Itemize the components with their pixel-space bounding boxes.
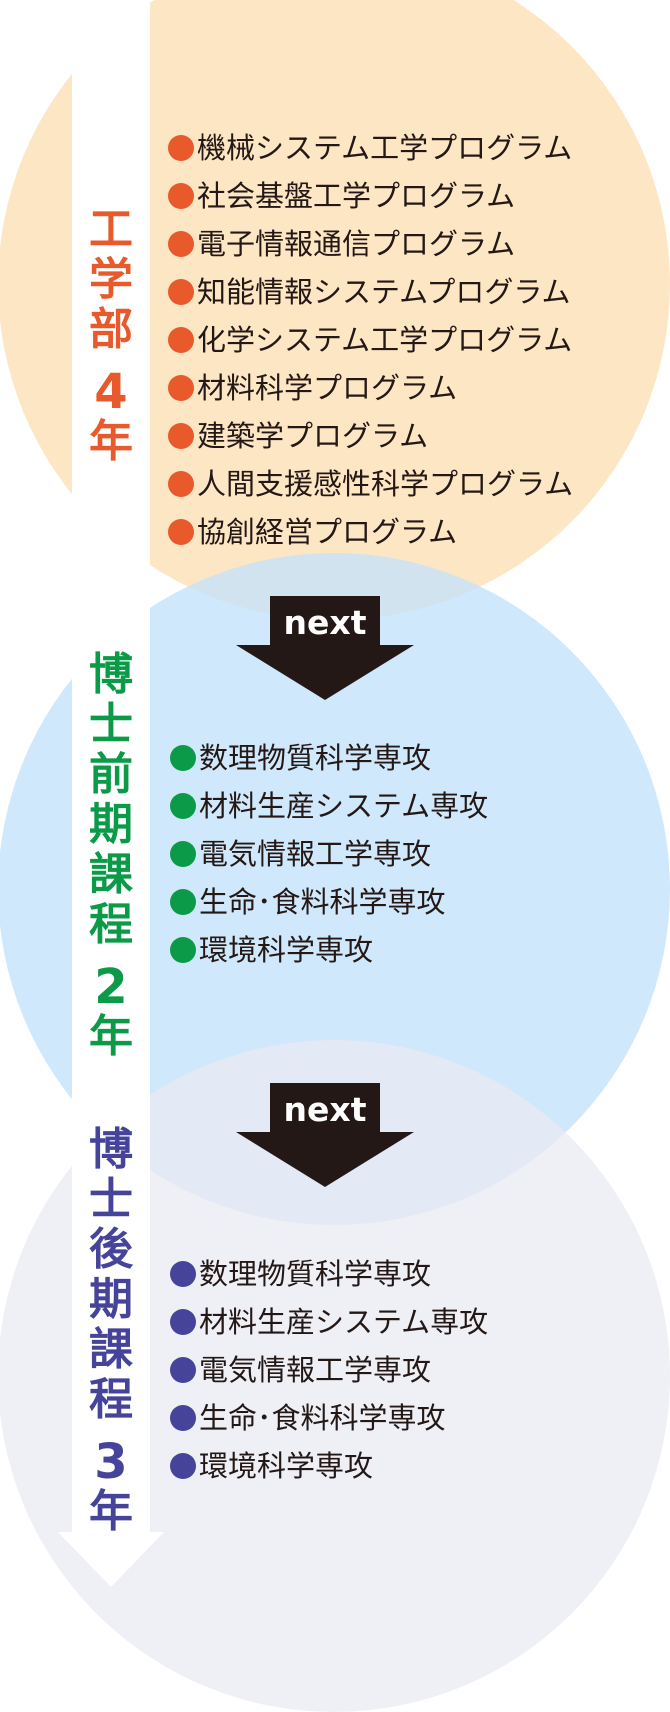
stage-label-master: 博 士 前 期 課 程 2 年	[72, 650, 150, 1062]
list-item: 電子情報通信プログラム	[168, 220, 573, 268]
down-arrow-icon	[236, 645, 414, 700]
list-item: 数理物質科学専攻	[170, 734, 488, 782]
stage-years-unit: 年	[89, 1011, 133, 1062]
stage-years-number: 3	[94, 1434, 128, 1490]
stage-years-number: 4	[94, 364, 128, 420]
stage-years-unit: 年	[89, 1486, 133, 1537]
bullet-dot-icon	[168, 471, 194, 497]
down-arrow-icon	[236, 1132, 414, 1187]
bullet-dot-icon	[168, 423, 194, 449]
list-item: 生命･食料科学専攻	[170, 1394, 488, 1442]
bullet-dot-icon	[168, 279, 194, 305]
stage-title-char: 程	[89, 1374, 133, 1425]
list-item: 数理物質科学専攻	[170, 1250, 488, 1298]
bullet-dot-icon	[168, 519, 194, 545]
stage-title-char: 士	[89, 699, 133, 750]
bullet-dot-icon	[170, 793, 196, 819]
stage-title-char: 後	[89, 1224, 133, 1275]
list-item: 環境科学専攻	[170, 1442, 488, 1490]
next-arrow-1: next	[236, 596, 414, 700]
bullet-dot-icon	[168, 327, 194, 353]
next-arrow-label: next	[270, 1083, 380, 1137]
list-item: 環境科学専攻	[170, 926, 488, 974]
list-item: 社会基盤工学プログラム	[168, 172, 573, 220]
list-item: 協創経営プログラム	[168, 508, 573, 556]
list-item: 人間支援感性科学プログラム	[168, 460, 573, 508]
stage-title-char: 博	[89, 649, 133, 700]
bullet-dot-icon	[170, 745, 196, 771]
bullet-dot-icon	[170, 889, 196, 915]
timeline-arrow-tip	[58, 1532, 164, 1587]
stage-years-unit: 年	[89, 416, 133, 467]
bullet-dot-icon	[168, 231, 194, 257]
doctoral-course-list: 数理物質科学専攻 材料生産システム専攻 電気情報工学専攻 生命･食料科学専攻 環…	[170, 1250, 488, 1490]
undergrad-program-list: 機械システム工学プログラム 社会基盤工学プログラム 電子情報通信プログラム 知能…	[168, 124, 573, 556]
stage-title-char: 士	[89, 1174, 133, 1225]
list-item: 材料科学プログラム	[168, 364, 573, 412]
stage-label-doctoral: 博 士 後 期 課 程 3 年	[72, 1125, 150, 1537]
stage-title-char: 学	[89, 254, 133, 305]
next-arrow-2: next	[236, 1083, 414, 1187]
bullet-dot-icon	[170, 1405, 196, 1431]
stage-years-number: 2	[94, 959, 128, 1015]
bullet-dot-icon	[170, 841, 196, 867]
list-item: 生命･食料科学専攻	[170, 878, 488, 926]
list-item: 知能情報システムプログラム	[168, 268, 573, 316]
bullet-dot-icon	[168, 135, 194, 161]
bullet-dot-icon	[168, 375, 194, 401]
list-item: 化学システム工学プログラム	[168, 316, 573, 364]
stage-title-char: 期	[89, 1274, 133, 1325]
list-item: 建築学プログラム	[168, 412, 573, 460]
bullet-dot-icon	[170, 1357, 196, 1383]
next-arrow-label: next	[270, 596, 380, 650]
stage-title-char: 部	[89, 304, 133, 355]
timeline-lane	[72, 0, 150, 1534]
stage-title-char: 前	[89, 749, 133, 800]
list-item: 電気情報工学専攻	[170, 830, 488, 878]
bullet-dot-icon	[168, 183, 194, 209]
stage-title-char: 課	[89, 849, 133, 900]
list-item: 材料生産システム専攻	[170, 782, 488, 830]
stage-title-char: 工	[89, 204, 133, 255]
bullet-dot-icon	[170, 1309, 196, 1335]
stage-title-char: 程	[89, 899, 133, 950]
stage-title-char: 博	[89, 1124, 133, 1175]
list-item: 材料生産システム専攻	[170, 1298, 488, 1346]
bullet-dot-icon	[170, 937, 196, 963]
stage-title-char: 課	[89, 1324, 133, 1375]
bullet-dot-icon	[170, 1453, 196, 1479]
list-item: 機械システム工学プログラム	[168, 124, 573, 172]
stage-label-undergrad: 工 学 部 4 年	[72, 205, 150, 467]
master-course-list: 数理物質科学専攻 材料生産システム専攻 電気情報工学専攻 生命･食料科学専攻 環…	[170, 734, 488, 974]
list-item: 電気情報工学専攻	[170, 1346, 488, 1394]
stage-title-char: 期	[89, 799, 133, 850]
bullet-dot-icon	[170, 1261, 196, 1287]
